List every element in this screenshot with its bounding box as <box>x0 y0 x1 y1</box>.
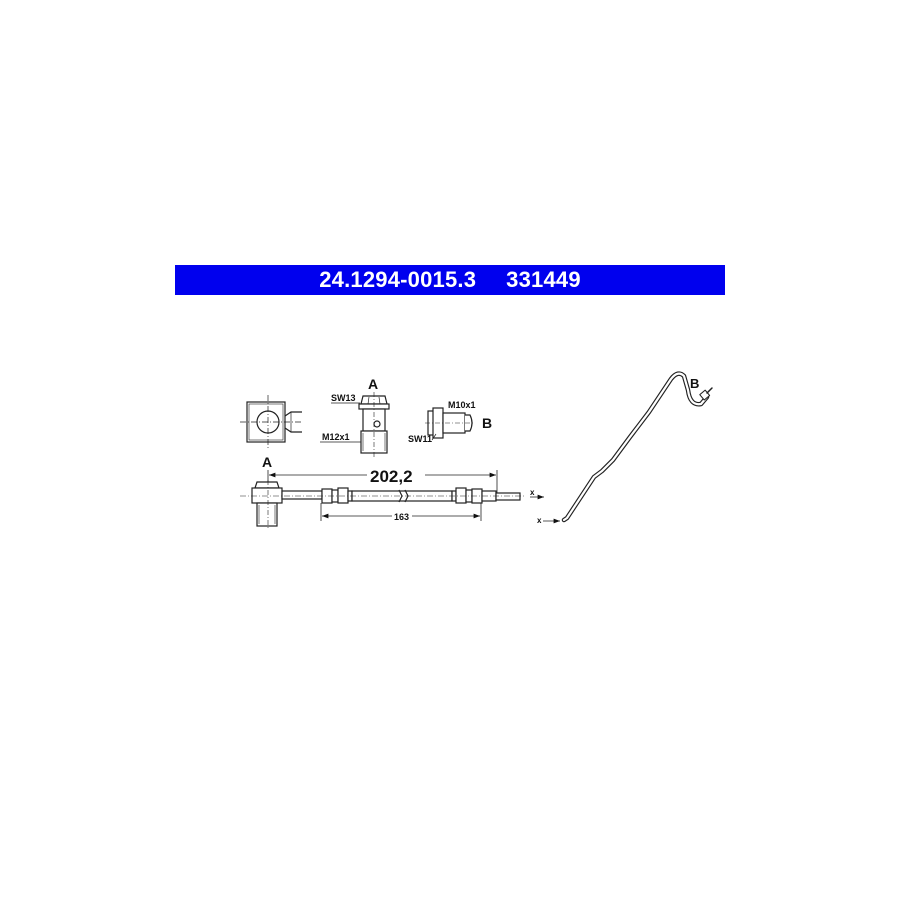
axis-marker-x1: x <box>530 488 535 497</box>
reference-number: 331449 <box>506 267 581 292</box>
banjo-top-view <box>240 395 302 450</box>
hose-end-label-a: A <box>262 454 272 470</box>
hose-length: 163 <box>394 512 409 522</box>
hose-side-view <box>240 480 525 530</box>
fitting-b-wrench-size: SW11 <box>408 434 432 444</box>
pipe-routing-view <box>561 371 713 523</box>
fitting-a-thread: M12x1 <box>322 432 350 442</box>
fitting-b-label: B <box>482 415 492 431</box>
part-number-banner: 24.1294-0015.3 331449 <box>175 265 725 295</box>
overall-length: 202,2 <box>370 467 413 486</box>
pipe-end-label-b: B <box>690 376 699 391</box>
fitting-b-thread: M10x1 <box>448 400 476 410</box>
fitting-a-wrench-size: SW13 <box>331 393 356 403</box>
banjo-bolt-a <box>358 392 390 458</box>
axis-marker-x2: x <box>537 516 542 525</box>
part-number: 24.1294-0015.3 <box>319 267 477 292</box>
tube-nut-b <box>425 407 475 439</box>
fitting-a-label: A <box>368 376 378 392</box>
dimension-hose <box>320 503 482 521</box>
